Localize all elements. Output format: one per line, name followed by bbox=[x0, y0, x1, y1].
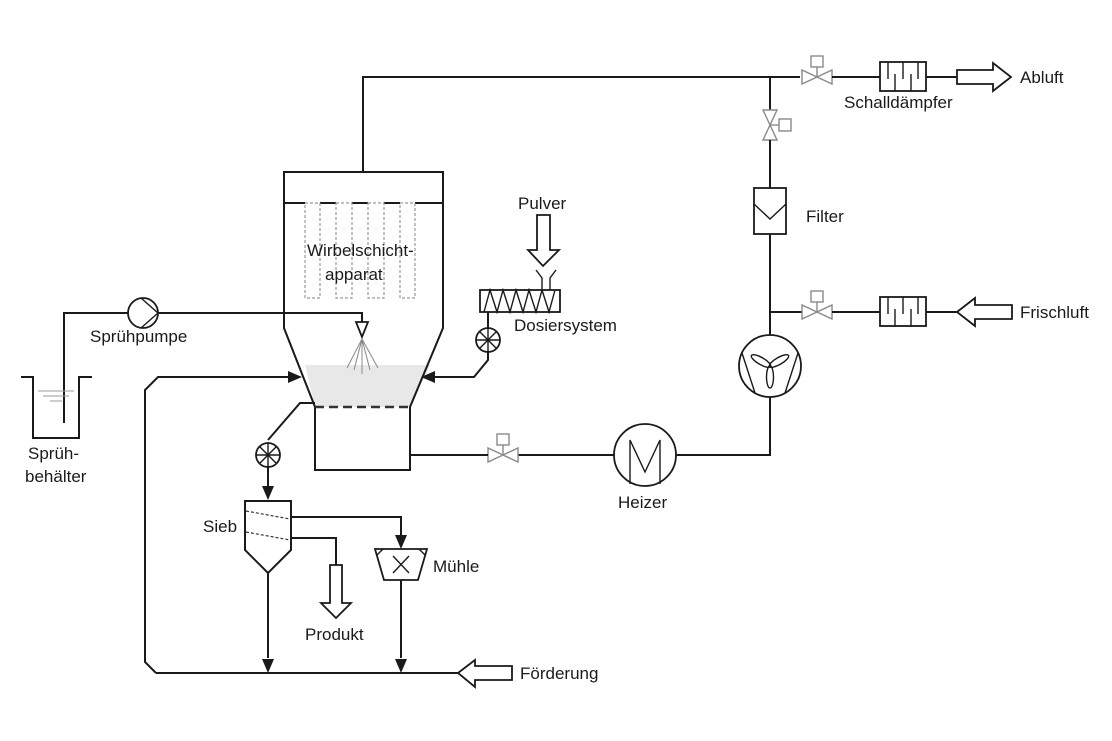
filter bbox=[753, 187, 787, 235]
label-foerderung: Förderung bbox=[520, 664, 598, 683]
mill-icon bbox=[373, 548, 429, 581]
powder-arrow-icon bbox=[525, 214, 562, 268]
screw-feeder bbox=[479, 287, 561, 315]
spray-tank bbox=[21, 376, 92, 439]
label-produkt: Produkt bbox=[305, 625, 364, 644]
label-filter: Filter bbox=[806, 207, 844, 226]
exhaust-line bbox=[362, 76, 800, 172]
label-schalldaempfer: Schalldämpfer bbox=[844, 93, 953, 112]
recirculation-control-valve[interactable] bbox=[761, 109, 792, 141]
label-frischluft: Frischluft bbox=[1020, 303, 1089, 322]
fresh-air-silencer bbox=[879, 296, 927, 327]
heater-icon bbox=[613, 423, 677, 487]
feed-hopper bbox=[535, 269, 557, 290]
discharge-rotary-valve-icon bbox=[255, 442, 281, 468]
fluidized-bed bbox=[305, 365, 430, 407]
fan-icon bbox=[738, 334, 802, 398]
rotary-valve-icon bbox=[475, 327, 501, 353]
fresh-air-arrow-icon bbox=[955, 296, 1013, 328]
label-wirbelschicht-line1: Wirbelschicht- bbox=[307, 241, 414, 260]
spray-pump-icon bbox=[127, 297, 160, 329]
sieve bbox=[244, 500, 292, 575]
conveying-arrow-icon bbox=[456, 658, 513, 689]
fluidized-bed-apparatus bbox=[283, 171, 444, 471]
label-sieb: Sieb bbox=[203, 517, 237, 536]
label-muehle: Mühle bbox=[433, 557, 479, 576]
label-dosiersystem: Dosiersystem bbox=[514, 316, 617, 335]
label-spruehbehaelter-line1: Sprüh- bbox=[28, 444, 79, 463]
exhaust-control-valve[interactable] bbox=[801, 55, 833, 86]
spray-nozzle-icon bbox=[346, 321, 379, 374]
exhaust-silencer bbox=[879, 61, 927, 92]
exhaust-arrow-icon bbox=[956, 61, 1013, 93]
label-abluft: Abluft bbox=[1020, 68, 1064, 87]
fresh-air-control-valve[interactable] bbox=[801, 290, 833, 321]
label-heizer: Heizer bbox=[618, 493, 667, 512]
label-spruehbehaelter-line2: behälter bbox=[25, 467, 87, 486]
inlet-air-control-valve[interactable] bbox=[487, 433, 519, 464]
label-pulver: Pulver bbox=[518, 194, 567, 213]
label-wirbelschicht-line2: apparat bbox=[325, 265, 383, 284]
product-arrow-icon bbox=[318, 564, 354, 620]
label-spruehpumpe: Sprühpumpe bbox=[90, 327, 187, 346]
